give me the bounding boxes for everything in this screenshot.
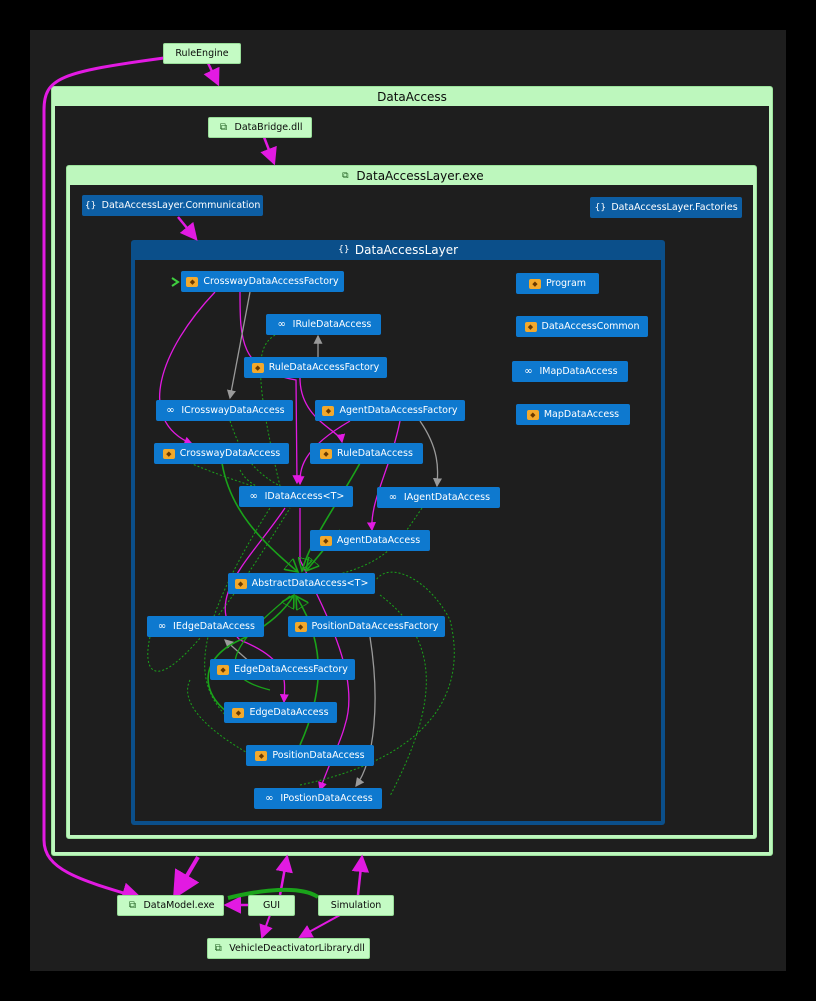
node-imap-data-access[interactable]: ∞ IMapDataAccess bbox=[512, 361, 628, 382]
namespace-icon: {} bbox=[84, 200, 97, 211]
namespace-icon: {} bbox=[338, 245, 350, 255]
node-map-data-access[interactable]: ◆ MapDataAccess bbox=[516, 404, 630, 425]
class-icon: ◆ bbox=[320, 448, 333, 459]
node-program[interactable]: ◆ Program bbox=[516, 273, 599, 294]
node-simulation[interactable]: Simulation bbox=[318, 895, 394, 916]
node-abstract-data-access-t[interactable]: ◆ AbstractDataAccess<T> bbox=[228, 573, 375, 594]
node-rule-factory[interactable]: ◆ RuleDataAccessFactory bbox=[244, 357, 387, 378]
class-icon: ◆ bbox=[322, 405, 335, 416]
interface-icon: ∞ bbox=[249, 490, 258, 502]
assembly-icon: ⧉ bbox=[214, 942, 222, 954]
node-crossway-data-access[interactable]: ◆ CrosswayDataAccess bbox=[154, 443, 289, 464]
node-position-data-access[interactable]: ◆ PositionDataAccess bbox=[246, 745, 374, 766]
group-title-data-access: DataAccess bbox=[377, 90, 447, 104]
class-icon: ◆ bbox=[524, 321, 537, 332]
namespace-icon: {} bbox=[594, 202, 607, 213]
assembly-icon: ⧉ bbox=[128, 899, 137, 911]
node-data-access-common[interactable]: ◆ DataAccessCommon bbox=[516, 316, 648, 337]
node-idata-access-t[interactable]: ∞ IDataAccess<T> bbox=[239, 486, 353, 507]
assembly-icon: ⧉ bbox=[342, 171, 349, 181]
node-data-model[interactable]: ⧉ DataModel.exe bbox=[117, 895, 224, 916]
assembly-icon: ⧉ bbox=[219, 121, 228, 133]
class-icon: ◆ bbox=[217, 664, 230, 675]
node-vehicle-deactivator[interactable]: ⧉ VehicleDeactivatorLibrary.dll bbox=[207, 938, 370, 959]
interface-icon: ∞ bbox=[277, 318, 286, 330]
class-icon: ◆ bbox=[234, 578, 247, 589]
class-icon: ◆ bbox=[319, 535, 332, 546]
node-crossway-factory[interactable]: ◆ CrosswayDataAccessFactory bbox=[181, 271, 344, 292]
group-title-dal-namespace: {} DataAccessLayer bbox=[338, 243, 459, 257]
node-dal-factories[interactable]: {} DataAccessLayer.Factories bbox=[590, 197, 742, 218]
node-position-factory[interactable]: ◆ PositionDataAccessFactory bbox=[288, 616, 445, 637]
class-icon: ◆ bbox=[526, 409, 539, 420]
class-icon: ◆ bbox=[251, 362, 264, 373]
interface-icon: ∞ bbox=[388, 491, 398, 503]
node-rule-data-access[interactable]: ◆ RuleDataAccess bbox=[310, 443, 423, 464]
node-dal-communication[interactable]: {} DataAccessLayer.Communication bbox=[82, 195, 263, 216]
node-edge-factory[interactable]: ◆ EdgeDataAccessFactory bbox=[210, 659, 355, 680]
node-icrossway-data-access[interactable]: ∞ ICrosswayDataAccess bbox=[156, 400, 293, 421]
class-icon: ◆ bbox=[162, 448, 175, 459]
node-edge-data-access[interactable]: ◆ EdgeDataAccess bbox=[224, 702, 337, 723]
class-icon: ◆ bbox=[186, 276, 199, 287]
class-icon: ◆ bbox=[255, 750, 268, 761]
interface-icon: ∞ bbox=[166, 404, 175, 416]
node-gui[interactable]: GUI bbox=[248, 895, 295, 916]
class-icon: ◆ bbox=[294, 621, 307, 632]
class-icon: ◆ bbox=[528, 278, 541, 289]
group-title-dal-exe: ⧉ DataAccessLayer.exe bbox=[67, 168, 756, 184]
interface-icon: ∞ bbox=[157, 620, 167, 632]
node-iagent-data-access[interactable]: ∞ IAgentDataAccess bbox=[377, 487, 500, 508]
node-agent-data-access[interactable]: ◆ AgentDataAccess bbox=[310, 530, 430, 551]
interface-icon: ∞ bbox=[524, 365, 533, 377]
interface-icon: ∞ bbox=[265, 792, 274, 804]
node-irule-data-access[interactable]: ∞ IRuleDataAccess bbox=[266, 314, 381, 335]
node-agent-factory[interactable]: ◆ AgentDataAccessFactory bbox=[315, 400, 465, 421]
class-icon: ◆ bbox=[232, 707, 245, 718]
node-iposition-data-access[interactable]: ∞ IPostionDataAccess bbox=[254, 788, 382, 809]
node-iedge-data-access[interactable]: ∞ IEdgeDataAccess bbox=[147, 616, 264, 637]
node-data-bridge[interactable]: ⧉ DataBridge.dll bbox=[208, 117, 312, 138]
node-rule-engine[interactable]: RuleEngine bbox=[163, 43, 241, 64]
